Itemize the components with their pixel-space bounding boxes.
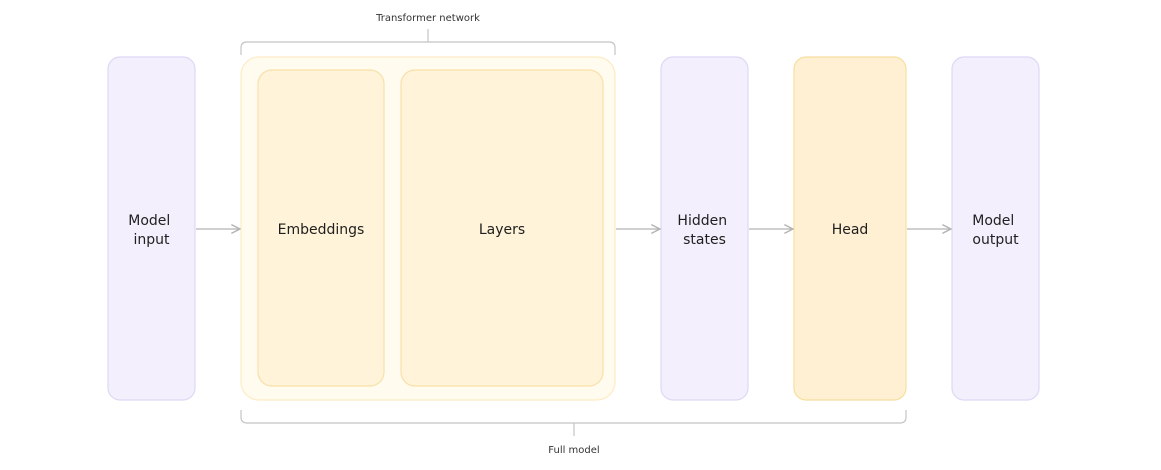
head-label: Head xyxy=(832,222,869,238)
model-input-block xyxy=(107,56,196,401)
full-model-bracket xyxy=(240,410,907,436)
hidden-states-label: Hidden states xyxy=(677,213,731,248)
layers-label: Layers xyxy=(479,222,525,238)
full-model-label: Full model xyxy=(548,445,599,456)
embeddings-block xyxy=(257,69,385,387)
transformer-network-bracket xyxy=(240,29,616,55)
model-output-label: Model output xyxy=(972,213,1019,248)
model-input-label: Model input xyxy=(128,213,175,248)
layers-block xyxy=(400,69,604,387)
embeddings-label: Embeddings xyxy=(278,222,365,238)
transformer-network-label: Transformer network xyxy=(375,13,480,24)
